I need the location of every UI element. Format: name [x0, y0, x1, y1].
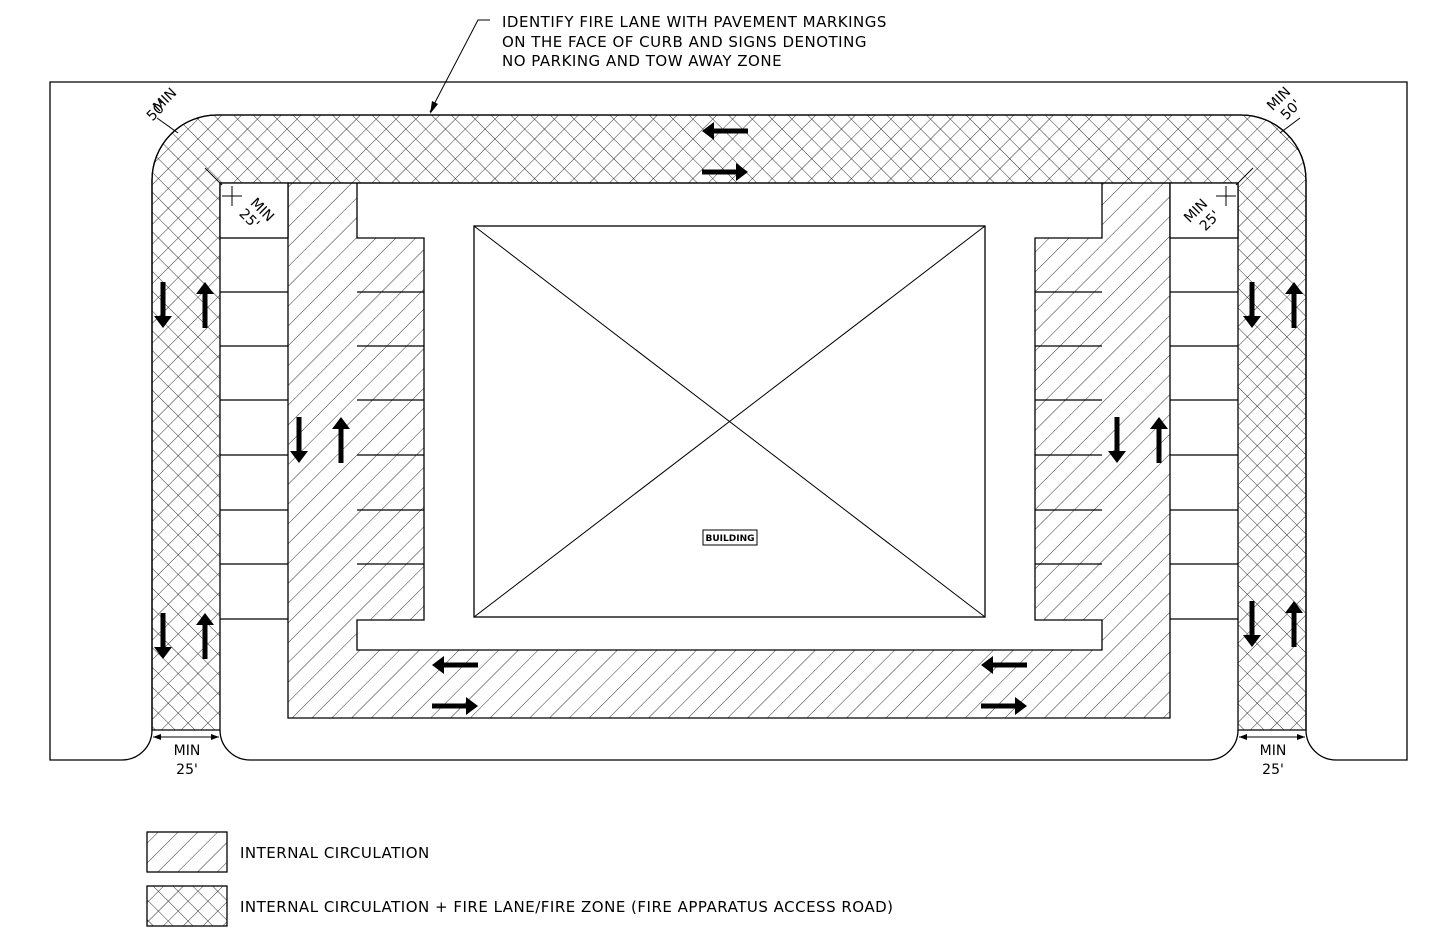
traffic-arrow-down-icon: [154, 613, 172, 659]
traffic-arrow-up-icon: [196, 613, 214, 659]
dimension-width-left-min: MIN: [174, 743, 201, 759]
traffic-arrow-left-icon: [981, 656, 1027, 674]
traffic-arrow-right-icon: [981, 697, 1027, 715]
traffic-arrows: [154, 122, 1303, 715]
traffic-arrow-down-icon: [1243, 601, 1261, 647]
traffic-arrow-left-icon: [702, 122, 748, 140]
note-line-2: ON THE FACE OF CURB AND SIGNS DENOTING: [502, 33, 867, 51]
corner-island-right: [1169, 182, 1239, 239]
parking-stalls: [220, 291, 1238, 620]
legend-swatch-cross-hatch: [146, 885, 228, 927]
dimension-width-right-value: 25': [1262, 762, 1284, 778]
internal-circulation-zone: [287, 182, 1171, 719]
traffic-arrow-down-icon: [154, 282, 172, 328]
legend: INTERNAL CIRCULATION INTERNAL CIRCULATIO…: [146, 831, 894, 927]
note-line-1: IDENTIFY FIRE LANE WITH PAVEMENT MARKING…: [502, 13, 887, 31]
traffic-arrow-down-icon: [1108, 417, 1126, 463]
traffic-arrow-up-icon: [1285, 601, 1303, 647]
note-line-3: NO PARKING AND TOW AWAY ZONE: [502, 52, 782, 70]
legend-label-fire-lane: INTERNAL CIRCULATION + FIRE LANE/FIRE ZO…: [240, 898, 894, 916]
traffic-arrow-down-icon: [1243, 282, 1261, 328]
traffic-arrow-up-icon: [1285, 282, 1303, 328]
dimension-width-right-min: MIN: [1260, 743, 1287, 759]
building-label: BUILDING: [706, 534, 755, 544]
corner-island-left: [219, 182, 289, 239]
traffic-arrow-right-icon: [702, 163, 748, 181]
traffic-arrow-down-icon: [290, 417, 308, 463]
building: BUILDING: [473, 225, 986, 618]
traffic-arrow-up-icon: [196, 282, 214, 328]
inner-road-curb: [219, 729, 1239, 761]
dimension-width-right: [1239, 734, 1305, 740]
fire-lane-note: IDENTIFY FIRE LANE WITH PAVEMENT MARKING…: [429, 13, 887, 114]
traffic-arrow-up-icon: [332, 417, 350, 463]
traffic-arrow-up-icon: [1150, 417, 1168, 463]
legend-label-internal-circulation: INTERNAL CIRCULATION: [240, 844, 430, 862]
fire-lane-zone: [151, 114, 1307, 731]
dimension-width-left: [153, 734, 219, 740]
dimension-outer-radius-left: MIN 50': [144, 85, 180, 134]
traffic-arrow-left-icon: [432, 656, 478, 674]
legend-swatch-single-hatch: [146, 831, 228, 873]
traffic-arrow-right-icon: [432, 697, 478, 715]
dimension-width-left-value: 25': [176, 762, 198, 778]
